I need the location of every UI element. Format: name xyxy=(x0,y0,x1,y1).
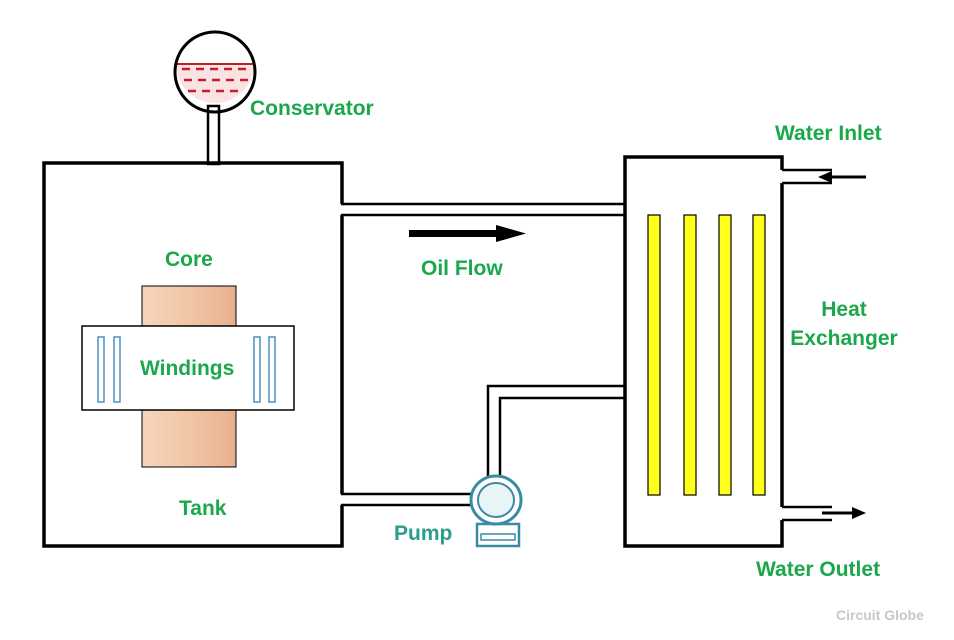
exchanger-tubes xyxy=(647,214,766,496)
inlet-arrow-icon xyxy=(818,171,832,183)
water-outlet-pipe xyxy=(780,505,866,522)
outlet-arrow-icon xyxy=(852,507,866,519)
winding-bars xyxy=(97,336,276,403)
conservator xyxy=(173,30,257,166)
water-inlet-pipe xyxy=(780,168,866,185)
conservator-oil-dashes xyxy=(182,67,248,93)
label-water-inlet: Water Inlet xyxy=(775,122,882,145)
conservator-pipe xyxy=(206,104,221,166)
label-core: Core xyxy=(165,248,213,271)
watermark: Circuit Globe xyxy=(836,607,924,623)
label-heat-exchanger-line1: Heat xyxy=(821,298,867,321)
pump-to-exchanger-pipe xyxy=(486,384,628,478)
label-tank: Tank xyxy=(179,497,227,520)
conservator-shell xyxy=(173,30,257,114)
label-water-outlet: Water Outlet xyxy=(756,558,880,581)
pump-impeller xyxy=(477,482,515,518)
pump xyxy=(469,474,523,548)
label-pump: Pump xyxy=(394,522,452,545)
oil-flow-arrow xyxy=(409,225,526,242)
label-heat-exchanger-line2: Exchanger xyxy=(790,327,897,350)
label-oil-flow: Oil Flow xyxy=(421,257,503,280)
label-windings: Windings xyxy=(140,357,234,380)
conservator-oil xyxy=(176,64,254,103)
top-oil-pipe xyxy=(338,202,628,217)
tank-to-pump-pipe xyxy=(338,492,472,507)
label-conservator: Conservator xyxy=(250,97,374,120)
exchanger-shell xyxy=(623,155,784,548)
tank xyxy=(42,161,344,548)
heat-exchanger xyxy=(623,155,784,548)
